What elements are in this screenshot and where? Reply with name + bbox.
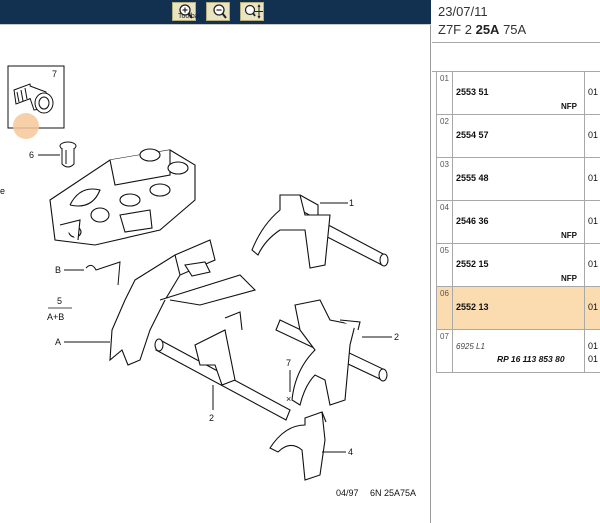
part-flag: NFP xyxy=(561,274,577,283)
footer-ref: 6N 25A75A xyxy=(370,488,416,498)
zoom-out-button[interactable] xyxy=(206,2,230,21)
toolbar: Toolbar xyxy=(0,0,431,24)
exploded-diagram: 7 6 e xyxy=(0,65,416,498)
zoom-in-button[interactable] xyxy=(172,2,196,21)
magnifier-plus-icon xyxy=(179,4,193,19)
part-qty-2: 01 xyxy=(588,354,599,364)
row-number: 03 xyxy=(440,160,449,169)
table-row-selected[interactable]: 06 2552 13 01 xyxy=(437,287,600,330)
toolbar-caption: Toolbar xyxy=(178,13,201,20)
highlight-circle xyxy=(13,113,39,139)
callout-7b: 7 xyxy=(286,358,291,368)
fork-3-drawing xyxy=(269,411,327,481)
row-number: 06 xyxy=(440,289,449,298)
row-number: 07 xyxy=(440,332,449,341)
fork-2-drawing xyxy=(275,299,388,406)
header-divider xyxy=(432,42,600,43)
plug-6-drawing xyxy=(59,141,77,168)
table-row[interactable]: 07 6925 L1 01 RP 16 113 853 80 01 xyxy=(437,330,600,373)
part-qty: 01 xyxy=(588,173,599,183)
part-number: 2554 57 xyxy=(456,130,489,140)
edge-marker: e xyxy=(0,186,5,196)
row-number: 01 xyxy=(440,74,449,83)
part-qty: 01 xyxy=(588,216,599,226)
callout-7: 7 xyxy=(52,69,57,79)
part-qty: 01 xyxy=(588,341,599,351)
part-note: 6925 L1 xyxy=(456,342,485,351)
part-ref: RP 16 113 853 80 xyxy=(497,354,565,364)
part-flag: NFP xyxy=(561,102,577,111)
callout-A-plus-B: A+B xyxy=(47,312,64,322)
header-date: 23/07/11 xyxy=(438,4,488,19)
table-row[interactable]: 03 2555 48 01 xyxy=(437,158,600,201)
callout-4: 2 xyxy=(209,413,214,423)
table-row[interactable]: 01 2553 51 NFP 01 xyxy=(437,72,600,115)
table-row[interactable]: 04 2546 36 NFP 01 xyxy=(437,201,600,244)
part-number: 2546 36 xyxy=(456,216,489,226)
cross-mark: × xyxy=(286,394,291,404)
callout-1: 1 xyxy=(349,198,354,208)
part-flag: NFP xyxy=(561,231,577,240)
magnifier-move-icon xyxy=(244,4,263,19)
diagram-panel: Toolbar 7 6 e xyxy=(0,0,431,523)
part-number: 2553 51 xyxy=(456,87,489,97)
divider xyxy=(0,24,431,25)
header-code: Z7F 2 25A 75A xyxy=(438,22,526,37)
code-suffix: 75A xyxy=(503,22,527,37)
parts-panel: 23/07/11 Z7F 2 25A 75A 01 2553 51 NFP 01… xyxy=(432,0,600,523)
part-number: 2552 13 xyxy=(456,302,489,312)
parts-table: 01 2553 51 NFP 01 02 2554 57 01 03 2555 … xyxy=(436,72,600,373)
fork-A-drawing xyxy=(109,239,257,366)
part-number: 2552 15 xyxy=(456,259,489,269)
part-qty: 01 xyxy=(588,259,599,269)
clip-B-drawing xyxy=(85,261,121,286)
table-row[interactable]: 02 2554 57 01 xyxy=(437,115,600,158)
callout-5: 5 xyxy=(57,296,62,306)
callout-B: B xyxy=(55,265,61,275)
row-number: 04 xyxy=(440,203,449,212)
row-number: 02 xyxy=(440,117,449,126)
footer-date: 04/97 xyxy=(336,488,359,498)
zoom-pan-button[interactable] xyxy=(240,2,264,21)
part-qty: 01 xyxy=(588,302,599,312)
callout-2: 2 xyxy=(394,332,399,342)
callout-3: 4 xyxy=(348,447,353,457)
table-top-divider xyxy=(432,71,600,72)
callout-A: A xyxy=(55,337,61,347)
magnifier-minus-icon xyxy=(213,4,227,19)
rod-4-drawing xyxy=(154,311,291,421)
fork-1-drawing xyxy=(251,194,389,269)
part-number: 2555 48 xyxy=(456,173,489,183)
table-row[interactable]: 05 2552 15 NFP 01 xyxy=(437,244,600,287)
callout-6: 6 xyxy=(29,150,34,160)
part-qty: 01 xyxy=(588,87,599,97)
code-bold: 25A xyxy=(475,22,500,37)
bolt-7-drawing xyxy=(13,83,54,114)
part-qty: 01 xyxy=(588,130,599,140)
housing-drawing xyxy=(49,148,196,246)
code-prefix: Z7F 2 xyxy=(438,22,472,37)
row-number: 05 xyxy=(440,246,449,255)
